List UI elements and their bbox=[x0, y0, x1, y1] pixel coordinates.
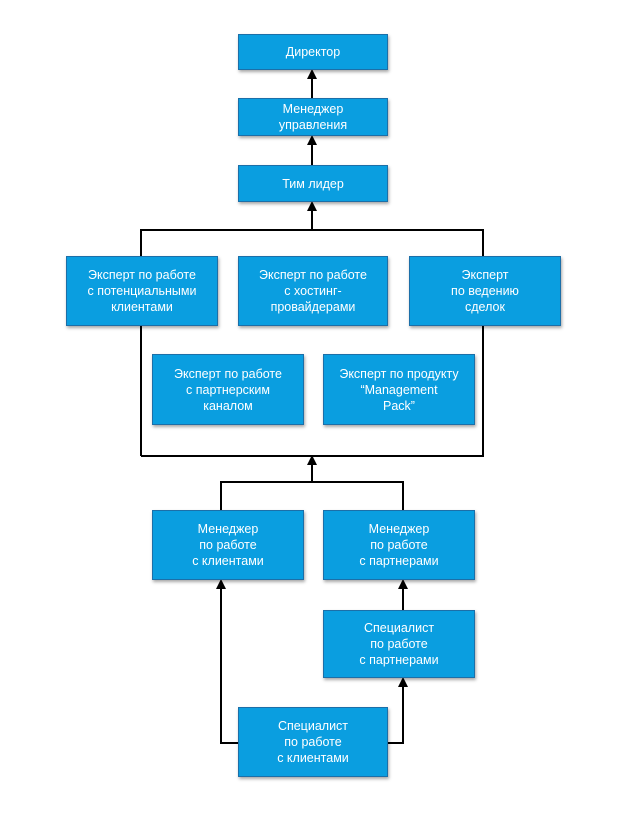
node-team-lead: Тим лидер bbox=[238, 165, 388, 202]
arrow-specclients-to-specpartners bbox=[387, 677, 408, 744]
node-manager-partners-label: Менеджер по работе с партнерами bbox=[359, 522, 439, 568]
node-specialist-clients-label: Специалист по работе с клиентами bbox=[277, 719, 349, 765]
node-manager-partners: Менеджер по работе с партнерами bbox=[323, 510, 475, 580]
node-specialist-partners-label: Специалист по работе с партнерами bbox=[359, 621, 439, 667]
node-manager-mgmt: Менеджер управления bbox=[238, 98, 388, 136]
node-manager-mgmt-label: Менеджер управления bbox=[278, 102, 348, 132]
arrow-specclients-to-mgrclients bbox=[216, 579, 238, 744]
node-expert-partner-channel: Эксперт по работе с партнерским каналом bbox=[152, 354, 304, 425]
managers-branch-line bbox=[220, 481, 404, 510]
node-expert-deals: Эксперт по ведению сделок bbox=[409, 256, 561, 326]
node-director: Директор bbox=[238, 34, 388, 70]
node-manager-clients: Менеджер по работе с клиентами bbox=[152, 510, 304, 580]
node-expert-partner-channel-label: Эксперт по работе с партнерским каналом bbox=[174, 366, 282, 413]
node-team-lead-label: Тим лидер bbox=[282, 176, 344, 191]
node-director-label: Директор bbox=[285, 45, 341, 59]
node-specialist-clients: Специалист по работе с клиентами bbox=[238, 707, 388, 777]
node-expert-potential: Эксперт по работе с потенциальными клиен… bbox=[66, 256, 218, 326]
node-expert-product-label: Эксперт по продукту “Management Pack” bbox=[339, 366, 459, 413]
node-manager-clients-label: Менеджер по работе с клиентами bbox=[192, 522, 264, 568]
node-expert-potential-label: Эксперт по работе с потенциальными клиен… bbox=[87, 268, 197, 314]
node-expert-deals-label: Эксперт по ведению сделок bbox=[451, 268, 519, 314]
node-expert-product: Эксперт по продукту “Management Pack” bbox=[323, 354, 475, 425]
node-expert-hosting: Эксперт по работе с хостинг- провайдерам… bbox=[238, 256, 388, 326]
node-specialist-partners: Специалист по работе с партнерами bbox=[323, 610, 475, 678]
node-expert-hosting-label: Эксперт по работе с хостинг- провайдерам… bbox=[259, 268, 367, 314]
